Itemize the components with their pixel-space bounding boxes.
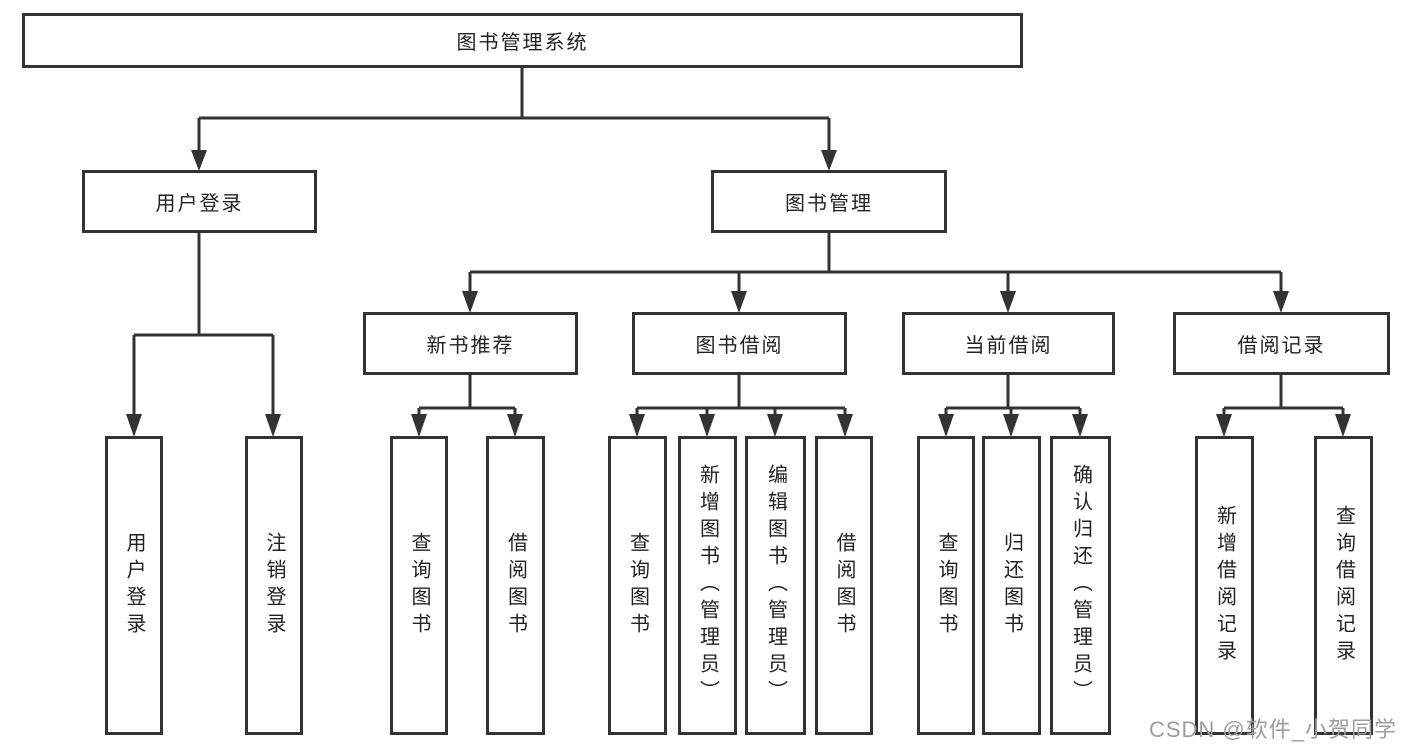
node-current-borrowing: 当前借阅	[902, 312, 1115, 375]
leaf-query-borrow-record: 查询借阅记录	[1314, 436, 1373, 735]
leaf-add-borrow-record-label: 新增借阅记录	[1213, 504, 1236, 667]
leaf-return-book: 归还图书	[982, 436, 1041, 735]
arrow-down-icon	[1000, 291, 1016, 313]
leaf-borrow-books-borrowing-label: 借阅图书	[833, 531, 855, 640]
leaf-query-books-current: 查询图书	[917, 436, 975, 735]
leaf-query-borrow-record-label: 查询借阅记录	[1332, 504, 1355, 667]
node-user-login: 用户登录	[82, 170, 317, 233]
leaf-add-book-admin-label: 新增图书（管理员）	[696, 464, 719, 707]
arrow-down-icon	[837, 414, 853, 437]
leaf-add-book-admin: 新增图书（管理员）	[678, 436, 737, 735]
node-book-borrowing-label: 图书借阅	[695, 335, 784, 357]
arrow-down-icon	[411, 414, 427, 437]
arrow-down-icon	[821, 150, 837, 171]
arrow-down-icon	[699, 414, 715, 437]
leaf-add-borrow-record: 新增借阅记录	[1195, 436, 1254, 735]
arrow-down-icon	[731, 291, 747, 313]
leaf-user-login: 用户登录	[105, 436, 163, 735]
arrow-down-icon	[191, 150, 207, 171]
node-current-borrowing-label: 当前借阅	[964, 335, 1053, 357]
leaf-borrow-books-newbook: 借阅图书	[486, 436, 545, 735]
leaf-edit-book-admin-label: 编辑图书（管理员）	[764, 464, 787, 707]
node-book-management: 图书管理	[711, 170, 947, 233]
arrow-down-icon	[1072, 414, 1088, 437]
leaf-confirm-return-admin-label: 确认归还（管理员）	[1069, 464, 1092, 707]
arrow-down-icon	[507, 414, 523, 437]
node-new-book-recommend: 新书推荐	[363, 312, 578, 375]
leaf-query-books-borrowing-label: 查询图书	[626, 531, 649, 640]
node-new-book-recommend-label: 新书推荐	[426, 335, 515, 357]
leaf-user-login-label: 用户登录	[123, 531, 145, 640]
arrow-down-icon	[1003, 414, 1019, 437]
arrow-down-icon	[1335, 414, 1351, 437]
arrow-down-icon	[462, 291, 478, 313]
node-borrow-records: 借阅记录	[1173, 312, 1390, 375]
leaf-edit-book-admin: 编辑图书（管理员）	[745, 436, 806, 735]
leaf-logout: 注销登录	[245, 436, 303, 735]
leaf-query-books-newbook: 查询图书	[390, 436, 448, 735]
leaf-query-books-newbook-label: 查询图书	[408, 531, 430, 640]
node-root-label: 图书管理系统	[456, 32, 589, 54]
leaf-query-books-borrowing: 查询图书	[608, 436, 667, 735]
node-book-management-label: 图书管理	[785, 193, 873, 215]
leaf-query-books-current-label: 查询图书	[935, 531, 957, 640]
leaf-confirm-return-admin: 确认归还（管理员）	[1050, 436, 1111, 735]
node-root: 图书管理系统	[22, 13, 1023, 68]
node-user-login-label: 用户登录	[155, 193, 244, 215]
node-book-borrowing: 图书借阅	[632, 312, 847, 375]
arrow-down-icon	[767, 414, 783, 437]
leaf-return-book-label: 归还图书	[1000, 531, 1023, 640]
csdn-watermark: CSDN @软件_小贺同学	[1148, 717, 1397, 742]
arrow-down-icon	[938, 414, 954, 437]
leaf-borrow-books-newbook-label: 借阅图书	[504, 531, 527, 640]
node-borrow-records-label: 借阅记录	[1237, 335, 1326, 357]
arrow-down-icon	[629, 414, 645, 437]
arrow-down-icon	[1273, 291, 1289, 313]
arrow-down-icon	[126, 414, 142, 437]
arrow-down-icon	[265, 414, 281, 437]
arrow-down-icon	[1216, 414, 1232, 437]
leaf-logout-label: 注销登录	[263, 531, 285, 640]
leaf-borrow-books-borrowing: 借阅图书	[815, 436, 873, 735]
